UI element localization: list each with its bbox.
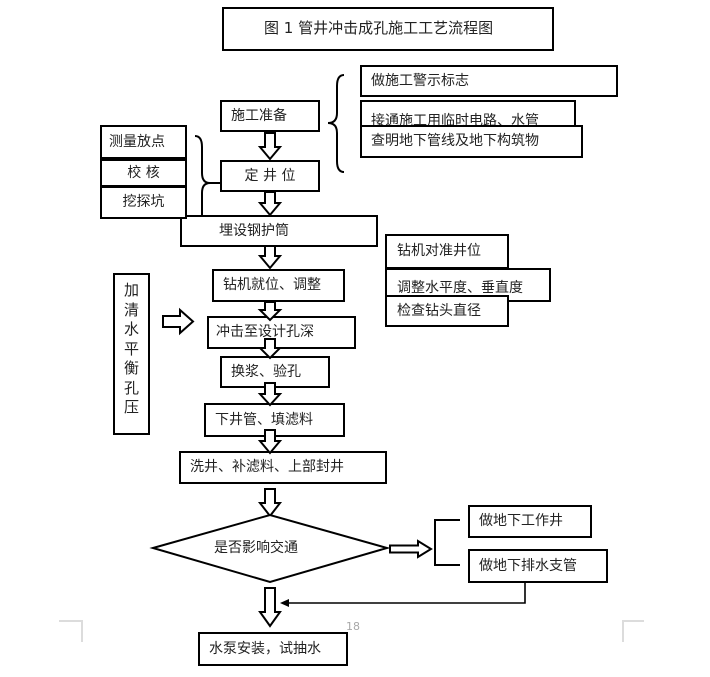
task-label: 查明地下管线及地下构筑物 xyxy=(371,133,539,149)
task-label: 检查钻头直径 xyxy=(397,303,481,319)
drill-check-bit-diameter: 检查钻头直径 xyxy=(385,295,509,327)
task-label: 做地下排水支管 xyxy=(479,558,577,574)
step-install-pipe: 下井管、填滤料 xyxy=(204,403,345,437)
step-construction-prep: 施工准备 xyxy=(220,100,320,132)
bracket-traffic xyxy=(434,519,460,566)
step-label: 洗井、补滤料、上部封井 xyxy=(190,459,344,475)
down-arrow-icon xyxy=(257,488,283,518)
page-corner-mark-right xyxy=(622,620,624,642)
task-label: 钻机对准井位 xyxy=(397,243,481,259)
page-corner-mark-right xyxy=(622,620,644,622)
right-arrow-icon xyxy=(162,307,195,336)
return-line xyxy=(287,583,526,604)
step-locate-well: 定 井 位 xyxy=(220,160,320,192)
task-label: 做地下工作井 xyxy=(479,513,563,529)
step-label: 埋设钢护筒 xyxy=(219,223,289,239)
page-corner-mark-left xyxy=(81,620,83,642)
step-bury-casing: 埋设钢护筒 xyxy=(180,215,378,247)
prep-task-underground-survey: 查明地下管线及地下构筑物 xyxy=(360,125,583,158)
task-label: 调整水平度、垂直度 xyxy=(397,280,523,296)
decision-label: 是否影响交通 xyxy=(214,540,298,556)
step-label: 冲击至设计孔深 xyxy=(216,324,314,340)
position-task-trial-pit: 挖探坑 xyxy=(100,186,187,219)
down-arrow-icon xyxy=(258,587,282,628)
step-label: 施工准备 xyxy=(231,108,287,124)
traffic-measure-work-well: 做地下工作井 xyxy=(468,505,592,538)
down-arrow-icon xyxy=(257,191,283,217)
down-arrow-icon xyxy=(257,245,283,270)
step-label: 定 井 位 xyxy=(244,168,296,184)
arrowhead-left-icon xyxy=(280,599,289,607)
step-wash-well: 洗井、补滤料、上部封井 xyxy=(179,451,387,484)
task-label: 校 核 xyxy=(127,165,160,181)
right-arrow-icon xyxy=(389,539,433,559)
step-label: 钻机就位、调整 xyxy=(223,277,321,293)
step-change-slurry: 换浆、验孔 xyxy=(220,356,330,388)
position-task-verify: 校 核 xyxy=(100,159,187,187)
side-note-text: 加清水平衡孔压 xyxy=(123,281,139,416)
step-position-rig: 钻机就位、调整 xyxy=(212,269,345,302)
task-label: 测量放点 xyxy=(109,134,165,150)
prep-task-warning-signs: 做施工警示标志 xyxy=(360,65,618,97)
traffic-measure-drain-pipe: 做地下排水支管 xyxy=(468,549,608,583)
step-label: 下井管、填滤料 xyxy=(215,412,313,428)
side-note-box: 加清水平衡孔压 xyxy=(113,273,150,435)
drill-check-align: 钻机对准井位 xyxy=(385,234,509,269)
step-label: 水泵安装，试抽水 xyxy=(209,641,321,657)
flowchart-title: 图 1 管井冲击成孔施工工艺流程图 xyxy=(264,19,494,37)
brace-positioning xyxy=(194,135,220,215)
step-percussion-drilling: 冲击至设计孔深 xyxy=(207,316,356,349)
title-box: 图 1 管井冲击成孔施工工艺流程图 xyxy=(222,7,554,51)
page-number: 18 xyxy=(346,620,360,633)
page-corner-mark-left xyxy=(59,620,83,622)
down-arrow-icon xyxy=(257,132,283,161)
position-task-survey: 测量放点 xyxy=(100,125,187,159)
step-pump-install: 水泵安装，试抽水 xyxy=(198,632,348,666)
step-label: 换浆、验孔 xyxy=(231,364,301,380)
task-label: 做施工警示标志 xyxy=(371,73,469,89)
brace-preparation xyxy=(327,74,345,173)
task-label: 挖探坑 xyxy=(122,194,165,210)
